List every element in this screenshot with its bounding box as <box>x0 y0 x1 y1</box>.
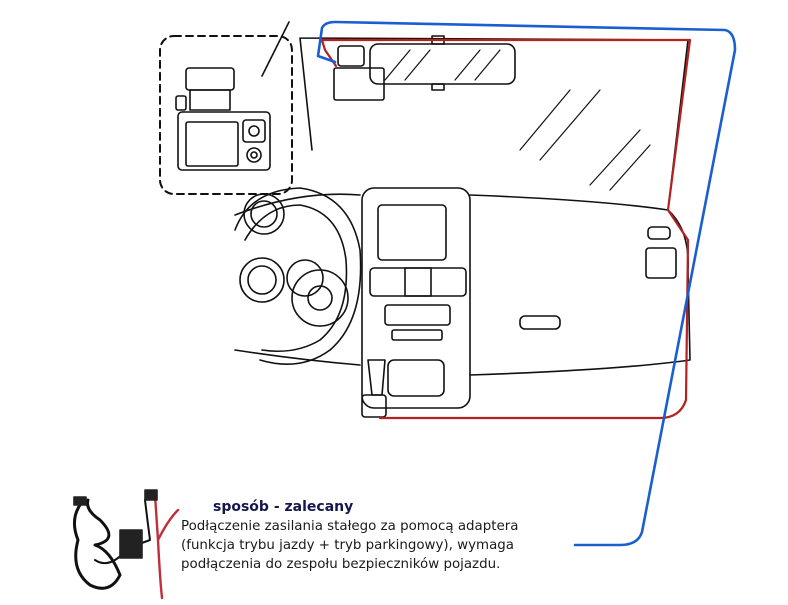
blue-wire <box>316 20 737 547</box>
windshield <box>299 37 689 211</box>
hardwire-kit-image <box>73 489 180 600</box>
caption-line: Podłączenie zasilania stałego za pomocą … <box>181 519 519 534</box>
camera-detail-box <box>159 35 293 195</box>
glovebox-vent <box>519 226 677 330</box>
car-charger <box>361 359 387 418</box>
caption-line: podłączenia do zespołu bezpieczników poj… <box>181 557 501 572</box>
dashcam-closeup <box>175 67 271 171</box>
windshield-hatch <box>519 89 651 191</box>
dashboard <box>234 193 691 376</box>
caption-title: sposób - zalecany <box>213 499 354 515</box>
gauges <box>239 193 324 303</box>
dashcam <box>333 45 385 101</box>
pointer-line <box>261 21 290 77</box>
caption-line: (funkcja trybu jazdy + tryb parkingowy),… <box>181 538 514 553</box>
steering-wheel <box>234 187 362 366</box>
rear-view-mirror <box>369 35 516 91</box>
center-console <box>361 187 471 409</box>
caption: sposób - zalecany Podłączenie zasilania … <box>181 498 518 574</box>
